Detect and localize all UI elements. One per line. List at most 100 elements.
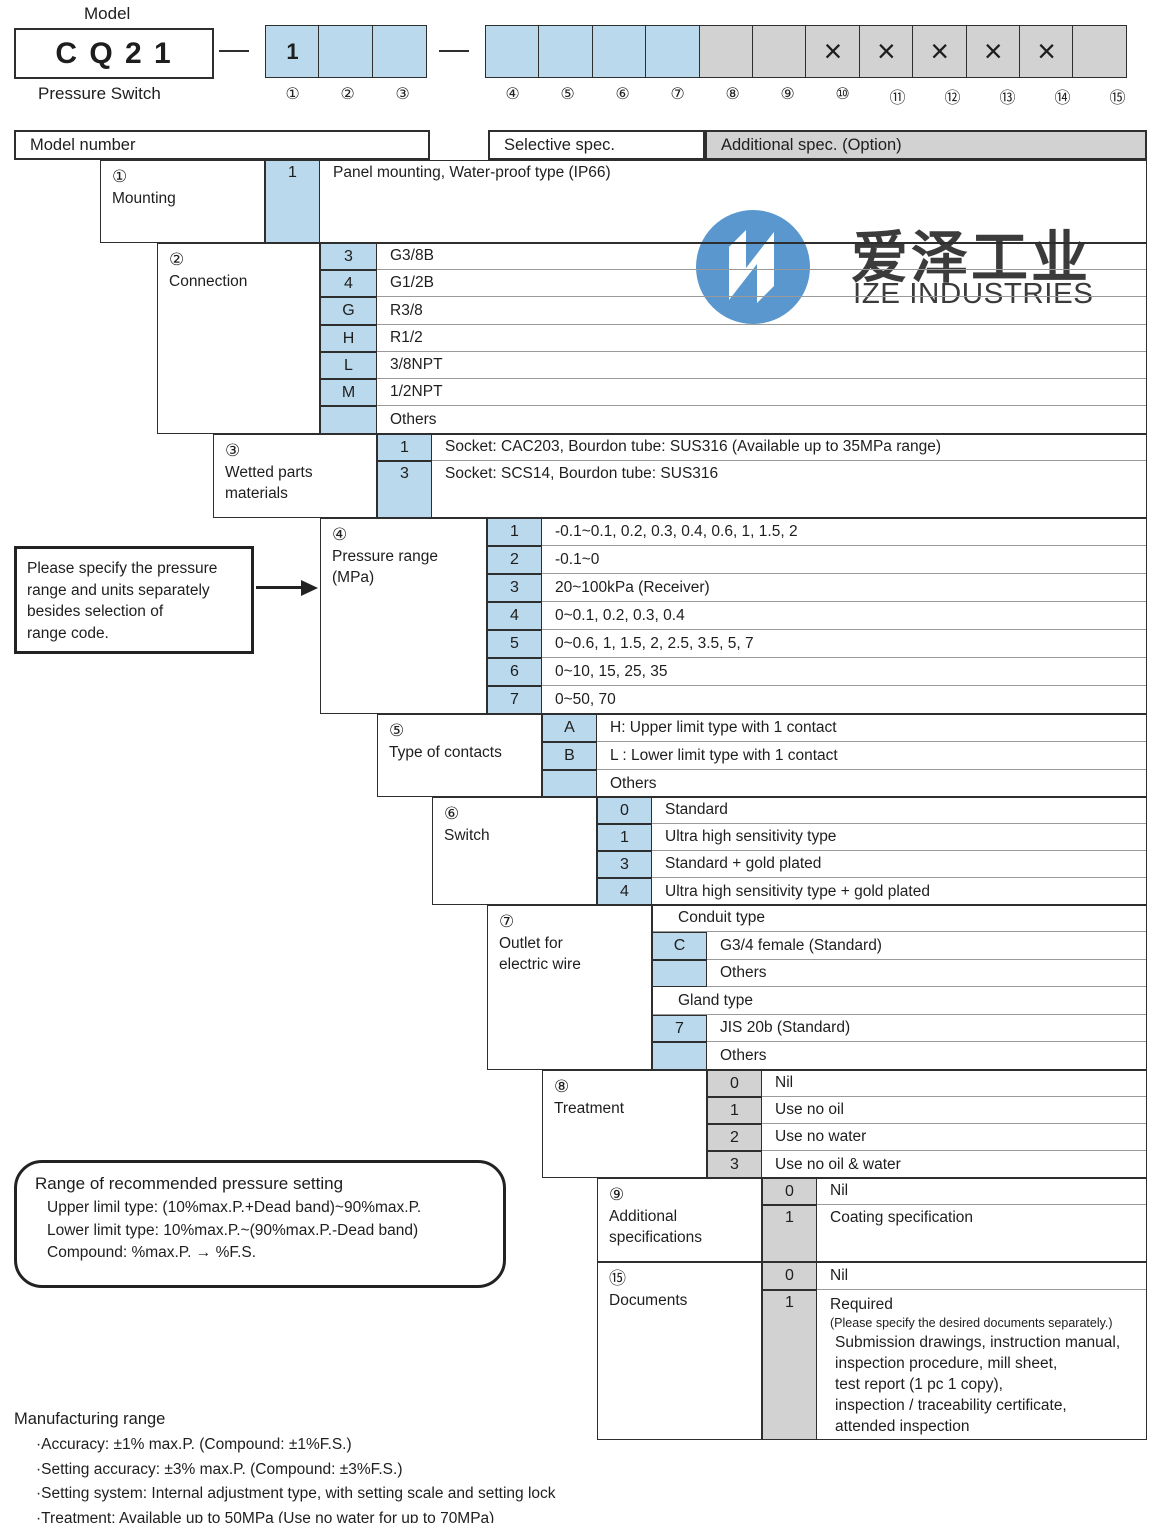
option-desc-cell: Socket: CAC203, Bourdon tube: SUS316 (Av… [432,434,1147,461]
option-desc-cell: 0~50, 70 [555,691,616,708]
option-code-cell: 2 [487,546,542,574]
option-code-cell: 4 [597,878,652,905]
section-name: Additional [609,1208,678,1225]
position-index: ① [285,86,300,103]
option-desc-cell: JIS 20b (Standard) [707,1015,1147,1042]
section-name: Mounting [112,190,176,207]
section-number-icon: ⑨ [609,1185,625,1205]
section-name: Switch [444,827,490,844]
option-desc-cell: Use no water [762,1124,1147,1151]
manufacturing-range-line: ·Treatment: Available up to 50MPa (Use n… [36,1509,495,1523]
option-desc-cell: Standard [652,797,1147,824]
callout-line: Please specify the pressure [27,560,218,577]
model-code-suffix-cells: ××××× [485,25,1128,78]
recommended-pressure-line: Lower limit type: 10%max.P.~(90%max.P.-D… [47,1221,419,1239]
section-name: Connection [169,273,248,290]
position-index: ④ [505,86,520,103]
model-code-cell: × [858,25,914,78]
model-code-cell: 1 [265,25,320,78]
option-code-cell: 4 [320,270,377,297]
logo-mark-icon [696,210,810,324]
section-name: electric wire [499,956,581,973]
callout-line: besides selection of [27,603,164,620]
option-desc-cell: G1/2B [377,270,1147,297]
option-desc-cell: R1/2 [377,325,1147,352]
section-name: Wetted parts [225,464,313,481]
option-code-cell: 2 [707,1124,762,1151]
callout-arrow-head-icon [301,579,318,596]
option-code-cell: 3 [597,851,652,878]
option-desc-cell: Others [707,960,1147,987]
option-desc-cell: G3/4 female (Standard) [707,932,1147,960]
model-code-cell: × [912,25,968,78]
position-index: ⑪ [889,90,906,107]
model-code-cell [591,25,647,78]
option-code-cell [320,406,377,434]
option-desc-cell: Others [720,1047,767,1064]
model-code-cell: × [1019,25,1075,78]
option-code-cell: 5 [487,630,542,658]
manufacturing-range-line: ·Setting accuracy: ±3% max.P. (Compound:… [36,1460,403,1478]
section-number-icon: ③ [225,441,241,461]
position-index: ⑧ [725,86,740,103]
option-desc-cell: R3/8 [377,297,1147,325]
product-name: Pressure Switch [38,84,161,103]
model-code-cell [538,25,594,78]
section-label: ① Mounting [100,160,265,243]
option-code-cell: 1 [597,824,652,851]
logo-chinese-text: 爱泽工业 [851,225,1091,291]
option-code-cell: 0 [762,1178,817,1205]
option-desc-cell: Standard + gold plated [652,851,1147,878]
column-header-model-number: Model number [14,130,430,160]
option-desc-cell: Required (Please specify the desired docu… [817,1290,1147,1440]
manufacturing-range-lines: ·Accuracy: ±1% max.P. (Compound: ±1%F.S.… [14,1433,734,1523]
option-desc-cell: 0~0.1, 0.2, 0.3, 0.4 [542,602,1147,630]
option-code-cell: 1 [377,434,432,461]
model-code-cell [371,25,427,78]
option-desc-cell: Nil [817,1262,1147,1290]
option-code-cell: 1 [487,518,542,546]
option-desc-note: (Please specify the desired documents se… [830,1316,1113,1330]
section-name: Treatment [554,1100,625,1117]
section-name: materials [225,485,288,502]
option-desc-cell: Others [610,774,657,792]
position-index: ⑩ [835,86,850,103]
section-name: Documents [609,1292,688,1309]
option-code-cell: 3 [377,461,432,518]
section-number-icon: ① [112,167,128,187]
position-index: ③ [395,86,410,103]
logo-english-text: IZE INDUSTRIES [853,278,1094,310]
model-code-cell: × [805,25,861,78]
dash-separator [439,50,469,52]
section-number-icon: ⑤ [389,721,405,741]
option-code-cell: L [320,352,377,379]
manufacturing-range-block: Manufacturing range ·Accuracy: ±1% max.P… [14,1410,734,1523]
position-index: ⑥ [615,86,630,103]
option-desc-cell: Others [390,411,437,428]
position-index: ⑬ [999,90,1016,107]
option-desc-cell: -0.1~0.1, 0.2, 0.3, 0.4, 0.6, 1, 1.5, 2 [542,518,1147,546]
section-name: Type of contacts [389,744,502,761]
option-desc-cell: 3/8NPT [377,352,1147,379]
option-desc-cell: Coating specification [830,1209,974,1226]
option-code-cell: G [320,297,377,325]
option-desc-text: Required [830,1296,893,1313]
callout-line: range and units separately [27,581,210,599]
callout-line: range code. [27,624,109,642]
model-code-cell [1072,25,1128,78]
recommended-pressure-title: Range of recommended pressure setting [35,1174,344,1193]
position-index: ⑫ [944,90,961,107]
option-code-cell: 4 [487,602,542,630]
option-desc-cell: Use no oil & water [775,1155,901,1173]
